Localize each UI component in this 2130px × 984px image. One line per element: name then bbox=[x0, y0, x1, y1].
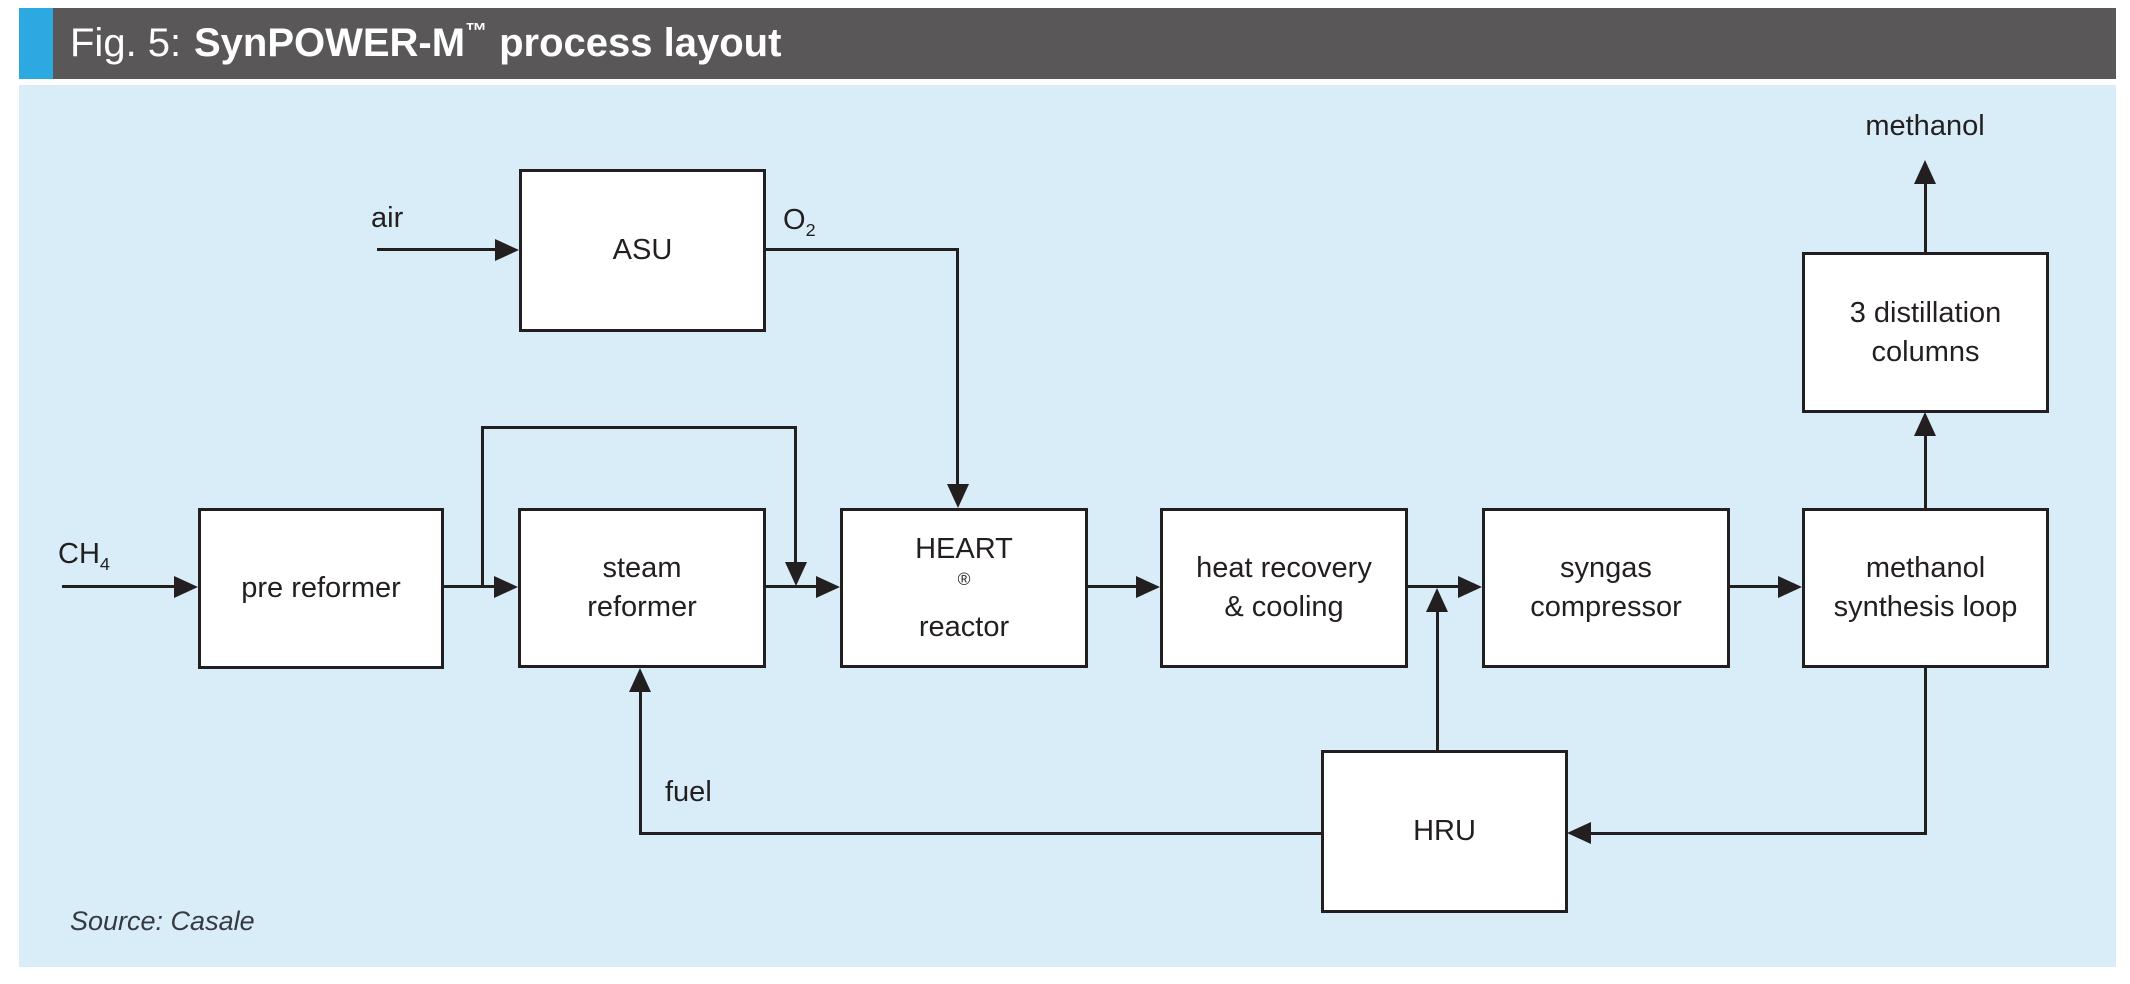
box-syngas-label-line1: syngas bbox=[1560, 552, 1652, 584]
box-heart-reactor: HEART ® reactor bbox=[840, 508, 1088, 668]
box-steam-reformer: steam reformer bbox=[518, 508, 766, 668]
line-loop-to-distillation bbox=[1924, 436, 1927, 508]
arrowhead-hru-into-junction bbox=[1426, 588, 1448, 612]
line-bypass-left-riser bbox=[481, 426, 484, 588]
o2-subscript: 2 bbox=[805, 219, 816, 240]
line-o2-horizontal bbox=[765, 248, 959, 251]
arrowhead-into-heart bbox=[816, 576, 840, 598]
box-distillation-columns: 3 distillation columns bbox=[1802, 252, 2049, 413]
box-heart-label-line2: reactor bbox=[918, 610, 1010, 643]
box-methanol-synthesis-loop: methanol synthesis loop bbox=[1802, 508, 2049, 668]
arrowhead-bypass-junction bbox=[785, 562, 807, 586]
line-bypass-top bbox=[481, 426, 797, 429]
box-heart-label-line1: HEART ® bbox=[915, 530, 1013, 608]
accent-square bbox=[19, 8, 53, 79]
box-asu: ASU bbox=[519, 169, 766, 332]
heart-name: HEART bbox=[915, 532, 1013, 565]
figure-title-rest: process layout bbox=[499, 21, 782, 65]
arrowhead-fuel-into-steam-reformer bbox=[629, 668, 651, 692]
arrowhead-into-asu bbox=[495, 239, 519, 261]
figure-number: Fig. 5: bbox=[70, 21, 182, 65]
stream-label-o2: O2 bbox=[783, 204, 816, 241]
registered-symbol: ® bbox=[957, 568, 971, 589]
stream-label-fuel: fuel bbox=[665, 776, 712, 809]
box-syngas-label-line2: compressor bbox=[1530, 591, 1682, 623]
line-fuel-riser bbox=[639, 692, 642, 835]
stream-label-methanol: methanol bbox=[1830, 110, 2020, 143]
arrowhead-into-syngas bbox=[1458, 576, 1482, 598]
box-asu-label: ASU bbox=[612, 234, 673, 266]
fuel-text: fuel bbox=[665, 776, 712, 808]
box-methanol-loop-label-line1: methanol bbox=[1865, 552, 1986, 584]
line-syngas-to-methanol-loop bbox=[1729, 585, 1782, 588]
box-heat-recovery-label-line2: & cooling bbox=[1224, 591, 1344, 623]
source-attribution: Source: Casale bbox=[70, 906, 255, 936]
box-hru-label: HRU bbox=[1413, 815, 1476, 847]
line-heat-to-syngas bbox=[1407, 585, 1462, 588]
methanol-text: methanol bbox=[1865, 110, 1985, 142]
air-text: air bbox=[371, 202, 404, 234]
arrowhead-methanol-product bbox=[1914, 160, 1936, 184]
box-pre-reformer: pre reformer bbox=[198, 508, 444, 669]
line-hru-riser bbox=[1436, 612, 1439, 750]
arrowhead-into-pre-reformer bbox=[174, 576, 198, 598]
arrowhead-into-methanol-loop bbox=[1778, 576, 1802, 598]
box-distillation-label-line1: 3 distillation bbox=[1849, 296, 2002, 329]
arrowhead-into-heat-recovery bbox=[1136, 576, 1160, 598]
arrowhead-into-distillation bbox=[1914, 412, 1936, 436]
line-bypass-right-drop bbox=[794, 426, 797, 562]
box-distillation-label-line2: columns bbox=[1871, 335, 1980, 368]
line-steam-to-heart bbox=[765, 585, 820, 588]
stream-label-ch4: CH4 bbox=[58, 538, 110, 575]
line-purge-to-hru bbox=[1591, 832, 1927, 835]
figure-title-product: SynPOWER-M bbox=[193, 21, 466, 65]
o2-base: O bbox=[783, 204, 806, 236]
box-heat-recovery-label-line1: heat recovery bbox=[1196, 552, 1372, 584]
box-steam-reformer-label-line1: steam bbox=[602, 552, 682, 584]
ch4-subscript: 4 bbox=[99, 553, 110, 574]
box-methanol-loop-label-line2: synthesis loop bbox=[1833, 591, 2018, 623]
line-methanol-product bbox=[1924, 184, 1927, 252]
line-heart-to-heat-recovery bbox=[1087, 585, 1140, 588]
arrowhead-o2-into-heart bbox=[947, 484, 969, 508]
line-ch4-feed bbox=[62, 585, 178, 588]
line-pre-to-steam bbox=[443, 585, 498, 588]
box-steam-reformer-label-line2: reformer bbox=[587, 591, 697, 623]
stream-label-air: air bbox=[371, 202, 403, 235]
arrowhead-into-hru bbox=[1567, 822, 1591, 844]
box-syngas-compressor: syngas compressor bbox=[1482, 508, 1730, 668]
trademark-symbol: ™ bbox=[465, 18, 488, 44]
box-pre-reformer-label: pre reformer bbox=[241, 572, 401, 604]
arrowhead-into-steam-reformer bbox=[494, 576, 518, 598]
line-o2-drop bbox=[956, 248, 959, 486]
ch4-base: CH bbox=[58, 538, 100, 570]
line-loop-purge-drop bbox=[1924, 668, 1927, 835]
line-fuel-horizontal bbox=[639, 832, 1321, 835]
box-hru: HRU bbox=[1321, 750, 1568, 913]
box-heat-recovery: heat recovery & cooling bbox=[1160, 508, 1408, 668]
line-air-feed bbox=[377, 248, 497, 251]
